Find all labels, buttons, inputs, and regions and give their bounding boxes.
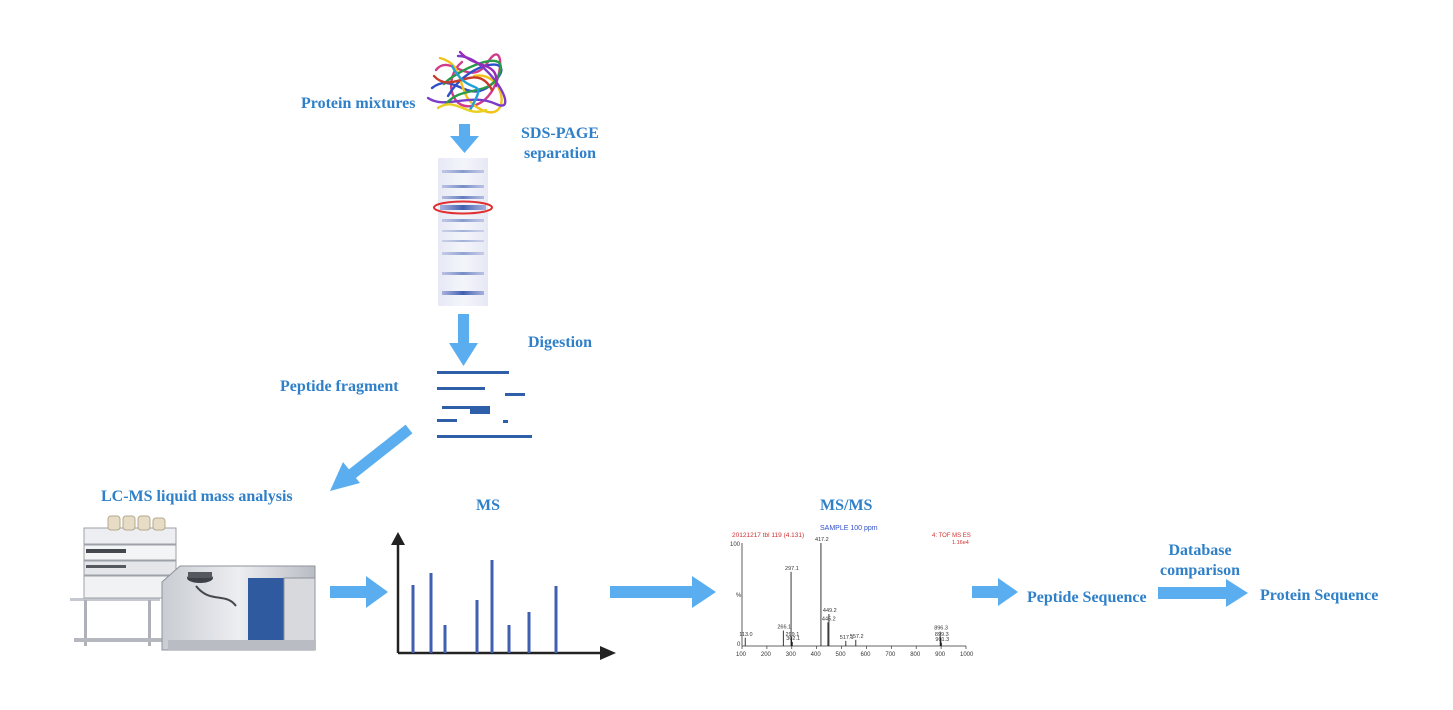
spectrum-header-left: 20121217 tbl 119 (4.131) (732, 532, 804, 539)
msms-peak-label: 417.2 (815, 537, 829, 543)
msms-x-tick-label: 500 (836, 652, 847, 658)
digestion-label: Digestion (528, 334, 592, 351)
ms-peaks (411, 560, 558, 653)
arrow-to-ms (330, 576, 388, 608)
msms-peak-label: 896.3 (934, 626, 948, 632)
lcms-label: LC-MS liquid mass analysis (101, 488, 293, 505)
msms-label: MS/MS (820, 497, 873, 514)
peptide-fragment-label: Peptide fragment (280, 378, 399, 395)
msms-peak-label: 449.2 (823, 608, 837, 614)
protein-mixtures-label: Protein mixtures (301, 95, 416, 112)
database-comparison-label: Database comparison (1152, 541, 1248, 581)
arrow-to-digestion (449, 314, 478, 366)
spectrum-header-right-1: 4: TOF MS ES (932, 533, 971, 539)
msms-peak-label: 299.1 (786, 632, 800, 638)
msms-x-tick-label: 300 (786, 652, 797, 658)
msms-x-tick-label: 900 (935, 652, 946, 658)
arrow-to-msms (610, 576, 716, 608)
arrow-to-peptide-sequence (972, 578, 1018, 606)
msms-x-tick-label: 600 (860, 652, 871, 658)
sds-page-label-line1: SDS-PAGE (521, 125, 599, 142)
peptide-fragments (437, 371, 532, 438)
sds-page-label-line2: separation (524, 145, 596, 162)
arrow-to-protein-sequence (1158, 579, 1248, 607)
msms-peak-label: 557.2 (850, 634, 864, 640)
peptide-sequence-label: Peptide Sequence (1027, 589, 1147, 606)
msms-x-tick-label: 700 (885, 652, 896, 658)
msms-peak-label: 517.1 (840, 635, 854, 641)
msms-peak-label: 899.3 (935, 632, 949, 638)
msms-x-tick-label: 800 (910, 652, 921, 658)
ms-spectrum-chart (391, 532, 616, 660)
sds-page-gel (433, 158, 493, 306)
lcms-instrument-icon (70, 515, 316, 651)
database-label-line1: Database (1168, 542, 1232, 559)
ms-label: MS (476, 497, 500, 514)
spectrum-header-center: SAMPLE 100 ppm (820, 525, 878, 532)
msms-peak-label: 297.1 (785, 566, 799, 572)
msms-x-tick-label: 200 (761, 652, 772, 658)
database-label-line2: comparison (1160, 562, 1240, 579)
msms-x-tick-label: 100 (736, 652, 747, 658)
msms-spectrum-chart: 20121217 tbl 119 (4.131) SAMPLE 100 ppm … (730, 525, 974, 658)
arrow-to-lcms (330, 424, 413, 491)
spectrum-y-zero-label: 0 (737, 642, 741, 648)
spectrum-header-right-2: 1.16e4 (952, 540, 969, 546)
spectrum-y-max-label: 100 (730, 542, 741, 548)
msms-x-ticks: 100 200 300 400 500 600 700 800 900 1000 (736, 646, 974, 658)
msms-peak-label: 901.3 (935, 637, 949, 643)
selected-band-highlight (433, 200, 493, 215)
sds-page-label: SDS-PAGE separation (514, 124, 606, 164)
msms-peak-label: 302.1 (786, 636, 800, 642)
spectrum-y-mid-label: % (736, 593, 742, 599)
msms-x-tick-label: 400 (811, 652, 822, 658)
msms-peak-label: 266.1 (777, 625, 791, 631)
protein-tangle-icon (426, 50, 507, 114)
arrow-to-gel (450, 124, 479, 153)
msms-x-tick-label: 1000 (960, 652, 974, 658)
msms-peaks: 113.0266.1297.1299.1302.1417.2445.2449.2… (739, 537, 949, 646)
protein-sequence-label: Protein Sequence (1260, 587, 1379, 604)
msms-peak-label: 113.0 (739, 632, 752, 638)
